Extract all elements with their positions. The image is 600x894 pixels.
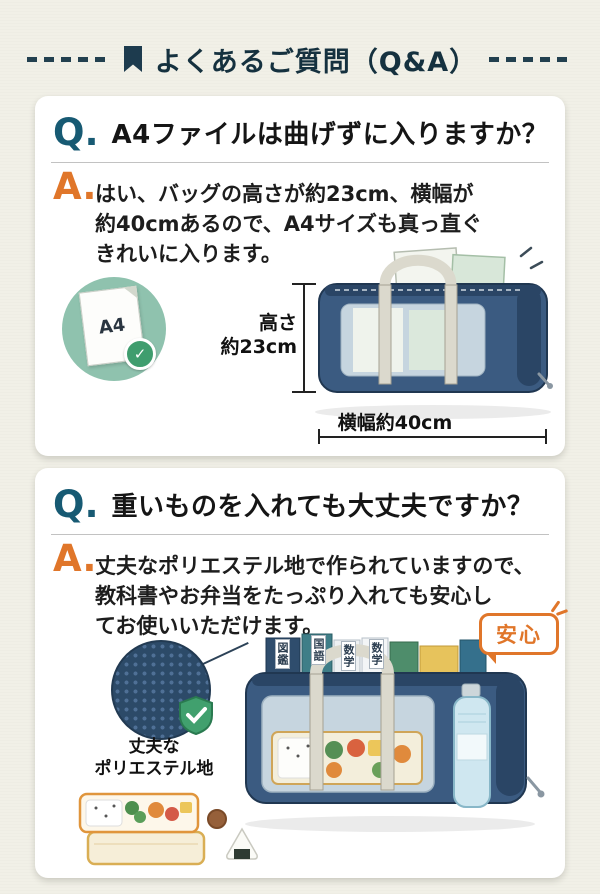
divider — [51, 162, 549, 163]
book-label: 図鑑 — [275, 639, 290, 669]
strap-left — [378, 284, 392, 385]
spark-icon — [555, 609, 569, 616]
bag-side — [496, 678, 524, 796]
bag-side — [517, 288, 541, 386]
qa-card-1: Q. A4ファイルは曲げずに入りますか？ A. はい、バッグの高さが約23cm、… — [35, 96, 565, 456]
durability-illustration: 丈夫な ポリエステル地 — [35, 600, 569, 878]
width-dimension-line — [319, 436, 547, 438]
meatball-icon — [207, 809, 227, 829]
height-label: 高さ 約23cm — [220, 312, 297, 358]
material-label: 丈夫な ポリエステル地 — [94, 737, 214, 780]
question-text: 重いものを入れても大丈夫ですか？ — [111, 491, 534, 522]
bookmark-icon — [123, 46, 142, 72]
zipper-pull-end — [537, 790, 545, 798]
book-label: 数学 — [341, 641, 356, 671]
zipper-pull — [537, 372, 551, 387]
bento-box-icon — [78, 792, 206, 866]
dashed-divider-left — [26, 57, 111, 62]
paper-fold — [123, 285, 138, 301]
zipper-pull-end — [547, 383, 553, 389]
fabric-swatch-icon — [111, 640, 211, 740]
bag-shadow — [245, 816, 535, 832]
bag-shadow — [315, 405, 551, 419]
badge-tail — [487, 654, 496, 664]
height-dimension-line — [303, 284, 305, 392]
check-icon: ✓ — [124, 338, 156, 370]
book-label: 数学 — [369, 639, 384, 669]
q-mark: Q. — [53, 482, 99, 526]
q-mark: Q. — [53, 110, 99, 154]
page-title: よくあるご質問（Q&A） — [154, 47, 478, 78]
bag-illustration — [315, 246, 553, 419]
height-dimension-cap-top — [292, 283, 316, 285]
shield-icon — [179, 695, 213, 735]
question-row: Q. 重いものを入れても大丈夫ですか？ — [53, 478, 553, 530]
a-mark: A. — [53, 537, 97, 580]
divider — [51, 534, 549, 535]
strap-right — [444, 284, 458, 385]
handle-arch — [379, 254, 457, 286]
loaded-bag-illustration — [245, 633, 545, 832]
question-row: Q. A4ファイルは曲げずに入りますか？ — [53, 106, 553, 158]
qa-card-2: Q. 重いものを入れても大丈夫ですか？ A. 丈夫なポリエステル地で作られていま… — [35, 468, 569, 878]
bento-in-bag — [271, 731, 423, 785]
book-label: 国語 — [311, 635, 326, 665]
answer-text: はい、バッグの高さが約23cm、横幅が 約40cmあるので、A4サイズも真っ直ぐ… — [95, 182, 482, 267]
a4-size-label: A4 — [97, 313, 127, 339]
dashed-divider-right — [489, 57, 574, 62]
motion-lines-icon — [519, 246, 544, 270]
question-text: A4ファイルは曲げずに入りますか？ — [111, 119, 549, 150]
strap-right — [380, 673, 395, 791]
zipper-pull — [526, 776, 542, 794]
file-in-bag — [353, 308, 403, 372]
reassurance-badge: 安心 — [479, 613, 559, 655]
onigiri-icon — [226, 827, 258, 860]
a4-illustration: A4 ✓ — [35, 246, 565, 452]
width-label: 横幅約40cm — [337, 412, 453, 434]
height-dimension-cap-bottom — [292, 391, 316, 393]
width-dimension-cap-left — [318, 429, 320, 444]
header: よくあるご質問（Q&A） — [0, 40, 600, 79]
strap-left — [309, 673, 324, 791]
a-mark: A. — [53, 165, 97, 208]
answer-text: 丈夫なポリエステル地で作られていますので、 教科書やお弁当をたっぷり入れても安心… — [95, 554, 535, 639]
water-bottle-icon — [453, 683, 491, 808]
width-dimension-cap-right — [545, 429, 547, 444]
